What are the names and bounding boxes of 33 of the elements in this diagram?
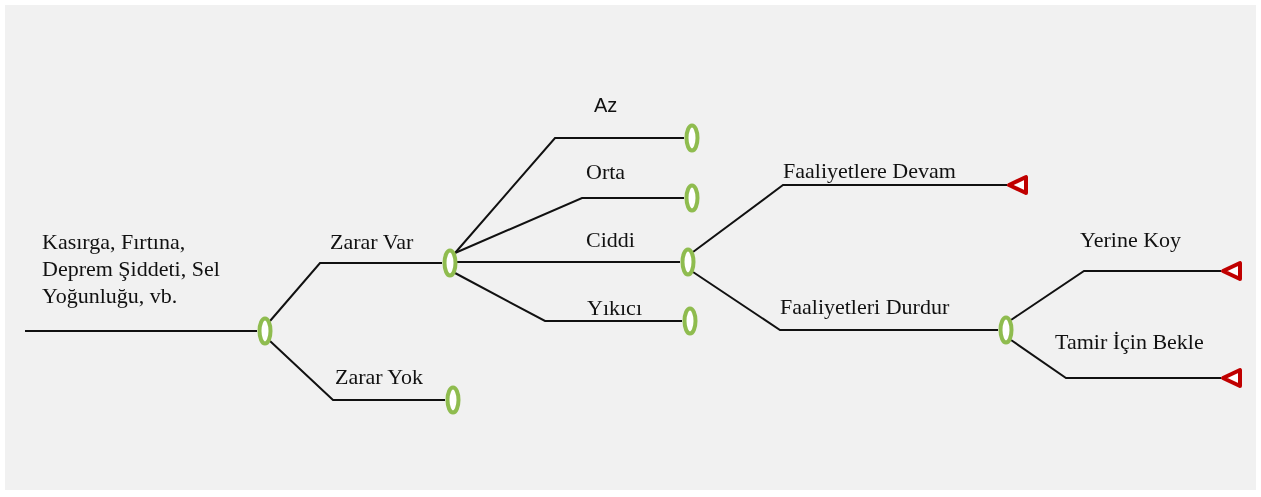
connector-line [692,271,999,331]
connector-line [454,197,685,254]
connector-line [1010,270,1222,321]
chance-node-circle [445,385,461,415]
end-node-triangle [1007,174,1029,196]
chance-node-circle [257,316,273,346]
end-node-triangle [1221,260,1243,282]
chance-node-circle [998,315,1014,345]
chance-node-circle [680,247,696,277]
edge-label: Yıkıcı [587,294,642,321]
edge-label: Tamir İçin Bekle [1055,328,1204,355]
chance-node-circle [682,306,698,336]
chance-node-circle [442,248,458,278]
edge-label: Az [594,93,618,118]
chance-node-circle [684,123,700,153]
connector-line [454,261,681,263]
edge-label: Faaliyetlere Devam [783,157,956,184]
connector-line [692,184,1008,253]
chance-node-circle [684,183,700,213]
edge-label: Zarar Yok [335,363,423,390]
connector-line [24,330,258,332]
edge-label: Kasırga, Fırtına, Deprem Şiddeti, Sel Yoğunluğu, vb. [42,228,221,309]
edge-label: Ciddi [586,226,635,253]
connector-line [454,137,685,254]
edge-label: Yerine Koy [1080,226,1182,253]
end-node-triangle [1221,367,1243,389]
edge-label: Orta [586,158,626,185]
connector-line [1010,339,1222,379]
edge-label: Faaliyetleri Durdur [780,293,950,320]
connector-line [269,340,446,401]
connector-line [269,262,443,322]
connector-line [454,272,683,322]
edge-label: Zarar Var [330,228,414,255]
